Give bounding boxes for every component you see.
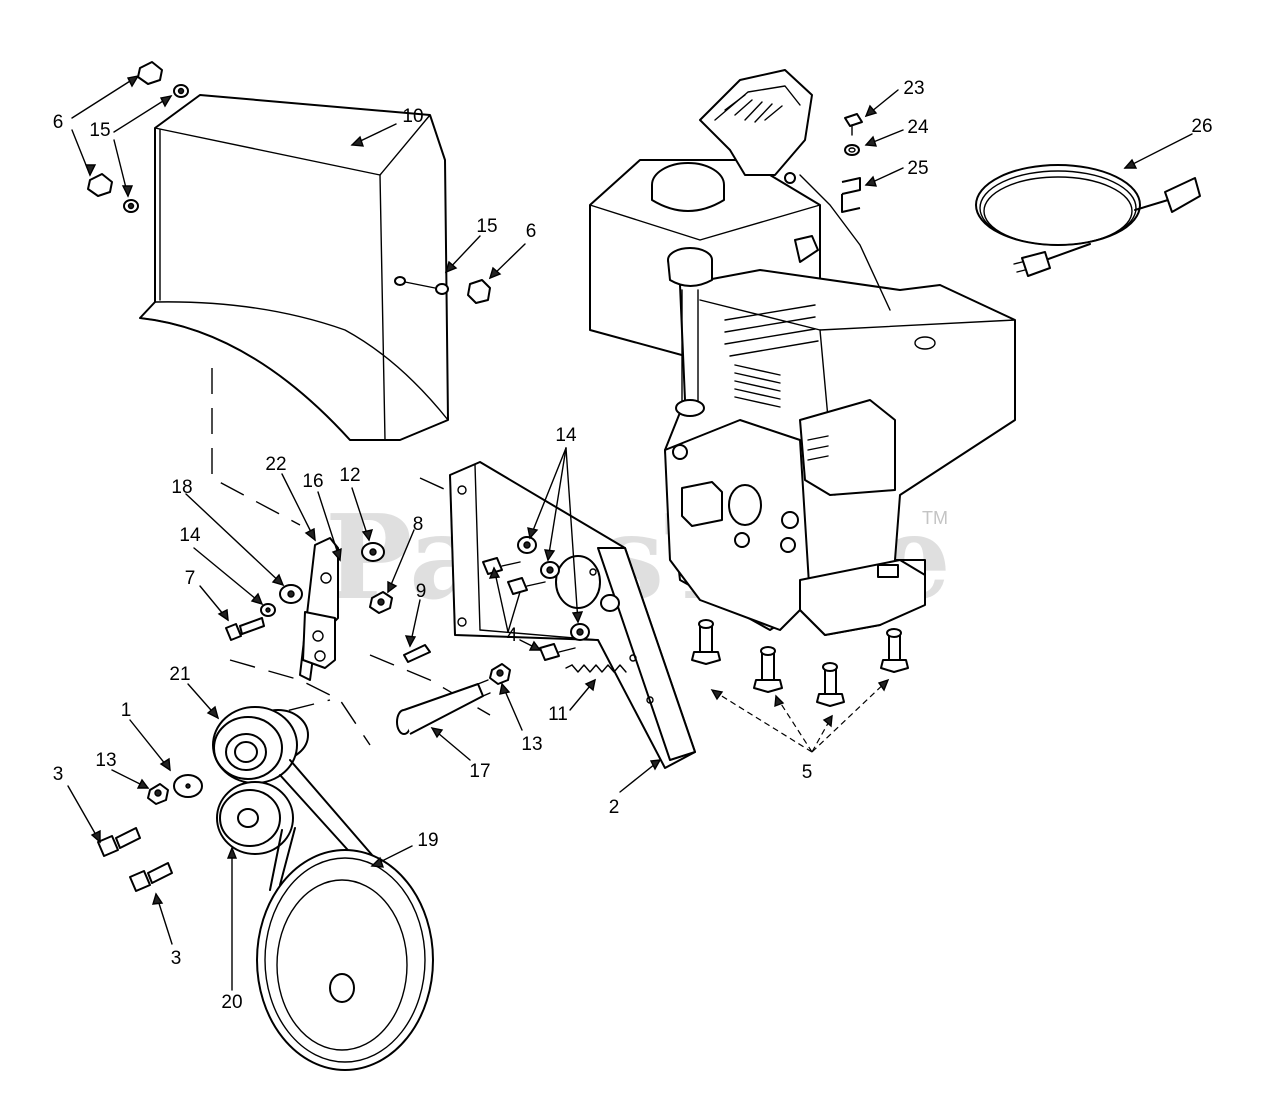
idler-bracket [299, 537, 339, 681]
callout-12: 12 [339, 465, 360, 486]
engine-mount-bolt-2 [753, 646, 783, 693]
callout-11: 11 [548, 704, 568, 725]
screw-23 [844, 113, 863, 136]
washer-14-left [260, 603, 276, 617]
engine-mount-bolt-3 [816, 662, 845, 707]
callout-24: 24 [907, 117, 929, 138]
callout-6-side: 6 [526, 221, 537, 242]
callout-17: 17 [469, 761, 490, 782]
callout-25: 25 [907, 158, 928, 179]
callout-19: 19 [417, 830, 438, 851]
pulley-nut-13 [147, 783, 169, 805]
plate-bolts [482, 557, 576, 661]
callout-9: 9 [416, 581, 427, 602]
callout-21: 21 [169, 664, 190, 685]
callout-20: 20 [221, 992, 242, 1013]
callout-15-side: 15 [476, 216, 497, 237]
cover-screw-top [137, 61, 189, 98]
callout-18: 18 [171, 477, 192, 498]
callout-13-right: 13 [521, 734, 542, 755]
callout-3-bottom: 3 [171, 948, 182, 969]
callout-15-top: 15 [89, 120, 110, 141]
watermark-trademark: TM [922, 508, 948, 528]
callout-26: 26 [1191, 116, 1212, 137]
pulley-bolt-3-top [97, 827, 141, 857]
callout-7: 7 [185, 568, 196, 589]
callout-5: 5 [802, 762, 813, 783]
callout-13-left: 13 [95, 750, 116, 771]
plate-nut [489, 663, 511, 685]
callout-22: 22 [265, 454, 286, 475]
callout-23: 23 [903, 78, 924, 99]
callout-10: 10 [402, 106, 423, 127]
mounting-plate [449, 461, 696, 769]
callout-4: 4 [507, 625, 518, 646]
engine-pulley [212, 706, 309, 784]
callout-14-plate: 14 [555, 425, 577, 446]
washer-24 [844, 144, 860, 156]
pulley-washer-1 [173, 774, 203, 798]
pulley-bolt-3-bottom [129, 862, 173, 892]
callout-2: 2 [609, 797, 620, 818]
callout-1: 1 [121, 700, 132, 721]
clip-25 [841, 177, 861, 213]
callout-16: 16 [302, 471, 323, 492]
callout-6-top: 6 [53, 112, 64, 133]
leader-arrowheads [84, 75, 1138, 905]
bolt-7 [225, 617, 265, 641]
callout-labels: 6 15 10 15 6 23 24 25 26 14 22 16 12 18 … [53, 78, 1213, 1013]
auger-pulley [256, 849, 434, 1071]
tension-spring [565, 664, 627, 673]
washer-18 [279, 584, 303, 604]
engine-mount-bolt-1 [691, 619, 721, 665]
belt-cover [139, 94, 449, 441]
cover-side-screw [394, 276, 491, 304]
callout-14-left: 14 [179, 525, 201, 546]
nut-8 [369, 591, 393, 614]
engine-mount-bolt-4 [880, 628, 909, 673]
cover-screw-bottom [87, 173, 139, 213]
washer-12 [361, 542, 385, 562]
idler-pulley [216, 781, 294, 855]
pin [403, 644, 431, 663]
callout-8: 8 [413, 514, 424, 535]
pivot-bolt [396, 679, 491, 735]
extension-cord [975, 164, 1201, 277]
plate-washers [517, 536, 590, 641]
callout-3-top: 3 [53, 764, 64, 785]
engine [589, 69, 1016, 636]
